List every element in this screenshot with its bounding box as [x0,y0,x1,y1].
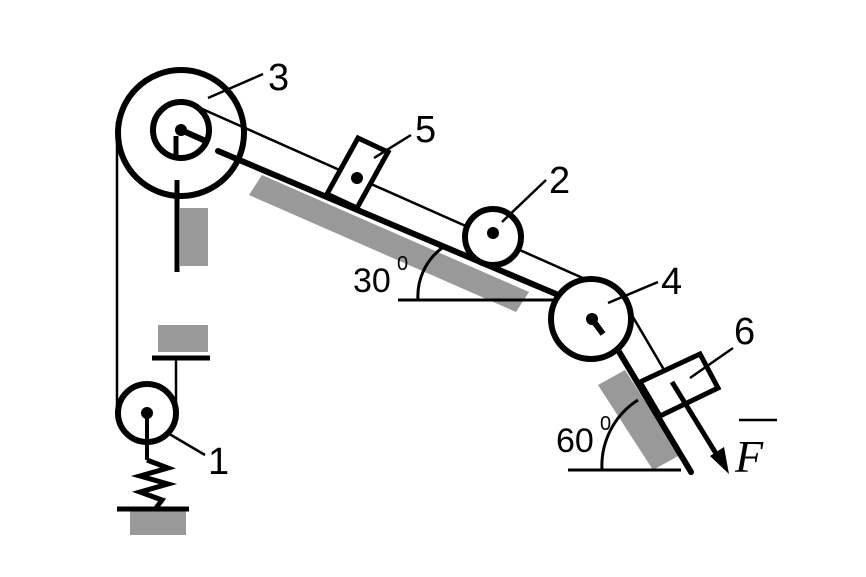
label-5: 5 [415,109,436,151]
label-6: 6 [734,311,755,353]
leader-3 [207,72,264,100]
angle-30-degree: 0 [397,253,408,275]
angle-30-label: 30 [353,262,391,300]
block-6 [636,350,722,420]
leader-lines [165,72,777,457]
angle-60-label: 60 [556,422,594,460]
force-arrow-shaft [669,380,723,462]
leader-1 [165,430,206,457]
leader-4 [607,280,659,305]
force-arrow [669,380,729,474]
pulley4-rope-out [589,317,606,336]
label-3: 3 [268,57,289,99]
pulley3-inner [150,99,212,161]
pulley-1-assembly [115,355,210,512]
ground-hatch [130,511,186,535]
upper-incline-surface [249,175,529,312]
force-arrow-head [710,447,729,474]
text-labels: 3 5 2 4 6 1 F 30 0 60 0 [208,57,764,483]
leader-2 [501,179,547,223]
label-1: 1 [208,441,229,483]
block6-body [636,350,722,420]
wheel-2 [462,206,524,268]
leader-5 [373,133,412,160]
label-2: 2 [549,160,570,202]
lower-angle-arc [600,398,639,471]
spring [130,457,178,510]
pulley3-inner-rope [179,127,210,145]
angle-60-degree: 0 [600,413,611,435]
rope-top-to-pulley4 [181,98,613,293]
leader-6 [689,346,734,380]
pulley3-outer [115,67,247,199]
support-hatches [130,175,680,535]
pulley-4 [548,276,634,362]
label-force: F [734,431,764,482]
pulley3-axle-support [180,208,208,266]
lower-incline-surface [598,370,680,470]
wheel2-center [487,227,499,239]
block-5 [323,134,392,212]
block5-center [351,172,363,184]
upper-angle-arc [416,246,443,301]
angle-references [398,246,681,472]
upper-incline-line [215,148,559,297]
label-4: 4 [661,261,682,303]
pulley-3 [115,67,247,272]
block-support-hatch [158,325,208,352]
